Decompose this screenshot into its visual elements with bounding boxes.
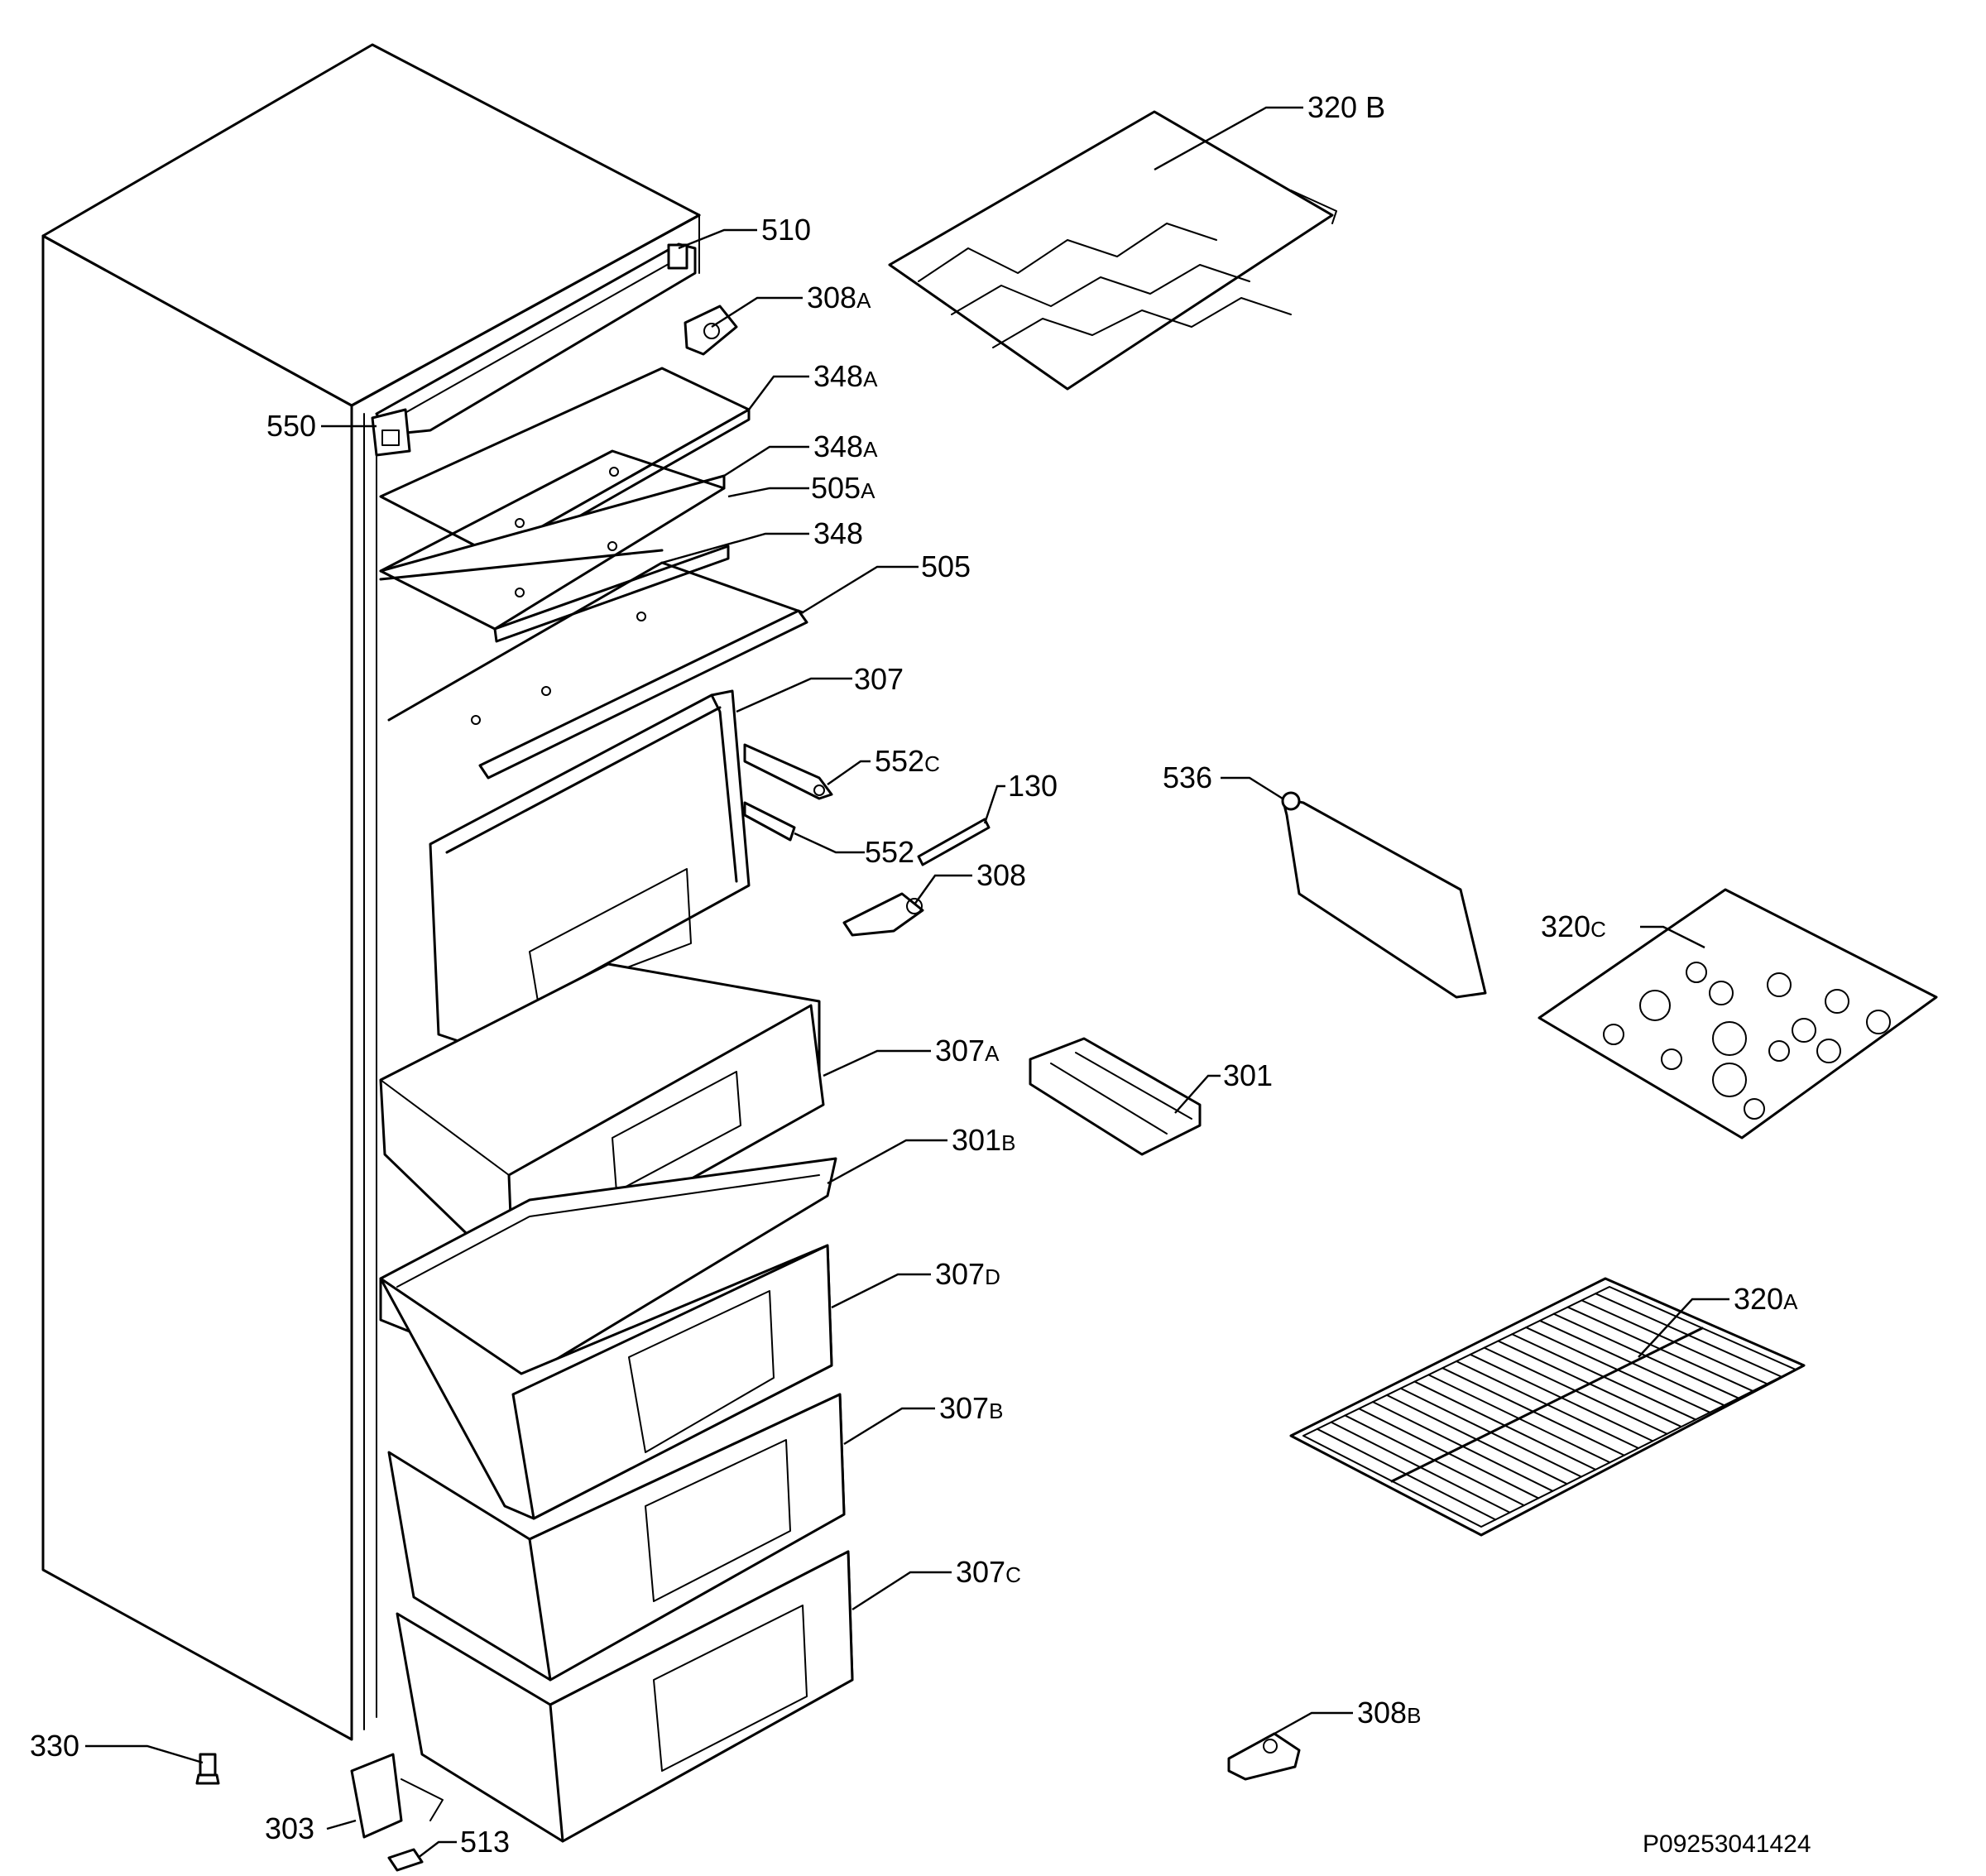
- callout-348A-upper: 348A: [813, 359, 878, 393]
- document-id: P09253041424: [1643, 1830, 1811, 1858]
- wire-grid-lines: [1316, 1293, 1782, 1521]
- part-552C-rail: [743, 743, 833, 800]
- cabinet-body: [41, 43, 701, 1741]
- part-330-foot: [195, 1753, 220, 1785]
- part-130-switch: [917, 818, 991, 866]
- callout-308B: 308B: [1357, 1696, 1421, 1730]
- callout-301B: 301B: [952, 1123, 1015, 1157]
- callout-510: 510: [761, 213, 811, 247]
- callout-301: 301: [1223, 1058, 1273, 1092]
- callout-307: 307: [854, 662, 904, 696]
- callout-307C: 307C: [956, 1555, 1021, 1589]
- callout-320A: 320A: [1734, 1282, 1798, 1316]
- part-550-hinge: [371, 408, 411, 457]
- part-320C-perforated-plate: [1537, 888, 1938, 1140]
- part-301B-tray: [379, 1157, 837, 1379]
- part-307B-drawer: [387, 1393, 846, 1682]
- part-552-rail: [743, 801, 796, 842]
- callout-348A-lower: 348A: [813, 429, 878, 463]
- part-320A-wire-shelf: [1289, 1277, 1806, 1537]
- part-308A-hinge: [684, 305, 738, 356]
- callout-320B: 320 B: [1307, 90, 1385, 124]
- part-320B-bottle-rack: [888, 110, 1337, 391]
- glass-shelves: [379, 367, 751, 643]
- part-505-shelf: [387, 561, 808, 780]
- part-307C-drawer: [396, 1550, 854, 1843]
- callout-505: 505: [921, 549, 971, 583]
- part-308B-hinge: [1227, 1732, 1301, 1781]
- callout-303: 303: [265, 1811, 314, 1845]
- callout-307B: 307B: [939, 1391, 1003, 1425]
- callout-308: 308: [976, 858, 1026, 892]
- callout-513: 513: [460, 1825, 510, 1859]
- part-307-flap: [429, 689, 751, 1044]
- callout-505A: 505A: [811, 471, 875, 505]
- part-307D-drawer: [379, 1244, 833, 1520]
- callout-348: 348: [813, 516, 863, 550]
- leader-lines: [85, 106, 1729, 1859]
- part-536-divider: [1281, 791, 1487, 999]
- wire-crossbar: [1390, 1327, 1704, 1483]
- callout-536: 536: [1163, 760, 1212, 794]
- part-513-clip: [387, 1848, 424, 1872]
- callout-552: 552: [865, 835, 914, 869]
- callout-307A: 307A: [935, 1034, 1000, 1068]
- part-303-cover: [350, 1753, 444, 1839]
- callout-308A: 308A: [807, 281, 871, 314]
- callout-550: 550: [266, 409, 316, 443]
- callout-320C: 320C: [1541, 909, 1606, 943]
- callout-130: 130: [1008, 769, 1058, 803]
- callout-552C: 552C: [875, 744, 940, 778]
- callout-330: 330: [30, 1729, 79, 1763]
- callout-labels: 510 308A 348A 550 348A 505A 348 505 307 …: [30, 90, 1798, 1859]
- part-301-ice-tray: [1029, 1037, 1202, 1156]
- callout-307D: 307D: [935, 1257, 1000, 1291]
- part-308-hinge: [842, 892, 924, 937]
